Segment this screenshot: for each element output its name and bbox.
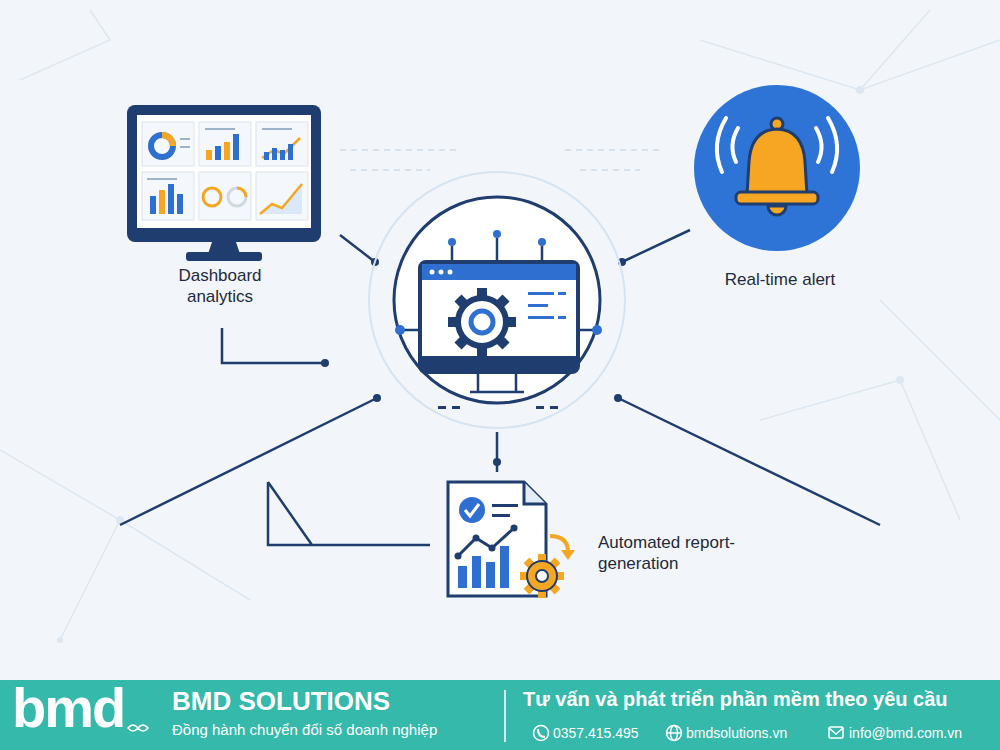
company-slogan: Đồng hành chuyển đổi số doanh nghiệp	[172, 721, 492, 739]
service-tagline: Tư vấn và phát triển phần mềm theo yêu c…	[523, 687, 993, 711]
logo-text: bmd	[12, 676, 142, 740]
company-name: BMD SOLUTIONS	[172, 686, 492, 716]
node-label: Dashboard analytics	[155, 265, 285, 307]
contact-phone: 0357.415.495	[553, 725, 663, 742]
footer-divider	[504, 690, 506, 742]
alert-bell	[694, 85, 860, 251]
report-node: Automated report-generation	[438, 476, 788, 606]
node-label: Real-time alert	[690, 269, 870, 290]
background-dots	[57, 86, 904, 643]
dashboard-node: Dashboard analytics	[120, 95, 330, 317]
central-hub	[369, 172, 625, 428]
contact-icons	[534, 726, 844, 741]
logo-mark	[128, 725, 148, 731]
contact-email: info@bmd.com.vn	[849, 725, 989, 742]
alert-node: Real-time alert	[690, 84, 870, 294]
report-icon	[448, 482, 575, 598]
dashboard-monitor	[127, 105, 321, 261]
background-network	[0, 10, 1000, 640]
node-label: Automated report-generation	[598, 532, 783, 574]
footer-band: bmdBMD SOLUTIONSĐồng hành chuyển đổi số …	[0, 680, 1000, 750]
contact-website: bmdsolutions.vn	[686, 725, 816, 742]
